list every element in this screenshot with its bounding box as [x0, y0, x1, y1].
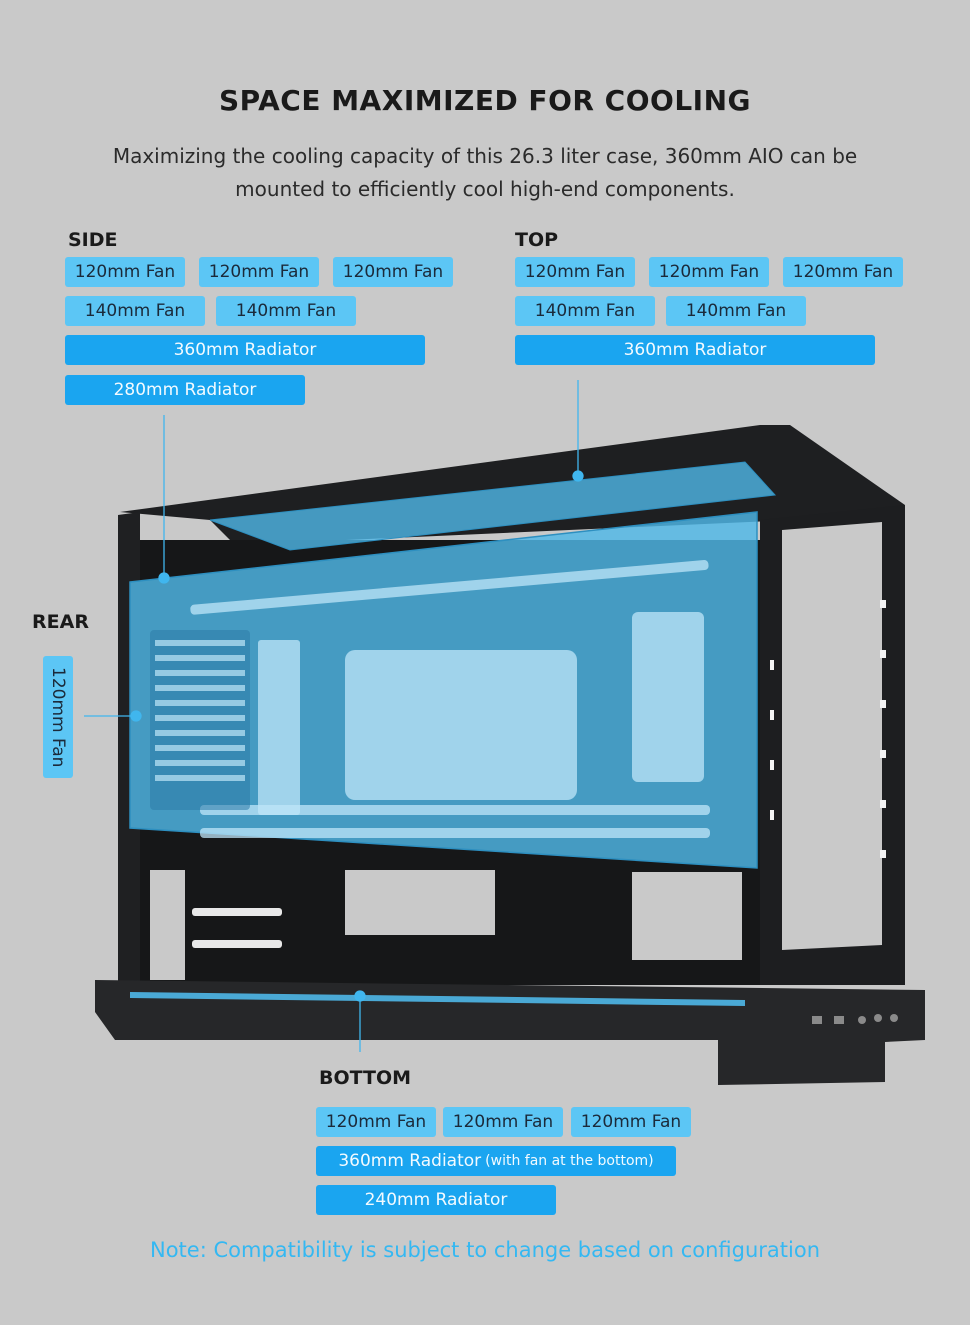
rear-label: REAR — [32, 611, 89, 633]
bottom-240mm-radiator: 240mm Radiator — [316, 1185, 556, 1215]
page-title: SPACE MAXIMIZED FOR COOLING — [218, 84, 752, 117]
case-right-vents — [770, 600, 886, 858]
rear-fan-grille-bars — [155, 640, 245, 781]
side-120mm-fan-3: 120mm Fan — [333, 257, 453, 287]
top-label: TOP — [515, 229, 559, 251]
leader-lines — [84, 380, 584, 1052]
side-120mm-fan-2: 120mm Fan — [199, 257, 319, 287]
case-cutout-1 — [345, 870, 495, 935]
subtitle-line-2: mounted to efficiently cool high-end com… — [235, 177, 735, 201]
top-120mm-fan-1: 120mm Fan — [515, 257, 635, 287]
compatibility-note: Note: Compatibility is subject to change… — [149, 1238, 821, 1262]
side-120mm-fan-1: 120mm Fan — [65, 257, 185, 287]
bottom-360mm-radiator: 360mm Radiator(with fan at the bottom) — [316, 1146, 676, 1176]
top-140mm-fan-1: 140mm Fan — [515, 296, 655, 326]
case-cutout-2 — [632, 872, 742, 960]
top-120mm-fan-3: 120mm Fan — [783, 257, 903, 287]
side-280mm-radiator: 280mm Radiator — [65, 375, 305, 405]
page-subtitle: Maximizing the cooling capacity of this … — [85, 140, 885, 206]
top-120mm-fan-2: 120mm Fan — [649, 257, 769, 287]
bottom-120mm-fan-3: 120mm Fan — [571, 1107, 691, 1137]
front-io-ports — [812, 1014, 898, 1024]
bottom-120mm-fan-2: 120mm Fan — [443, 1107, 563, 1137]
side-140mm-fan-1: 140mm Fan — [65, 296, 205, 326]
top-360mm-radiator: 360mm Radiator — [515, 335, 875, 365]
side-140mm-fan-2: 140mm Fan — [216, 296, 356, 326]
bottom-radiator-highlight — [130, 992, 745, 1006]
bottom-label: BOTTOM — [319, 1067, 412, 1089]
subtitle-line-1: Maximizing the cooling capacity of this … — [112, 144, 858, 168]
bottom-radiator-note: (with fan at the bottom) — [485, 1153, 654, 1169]
rear-120mm-fan: 120mm Fan — [43, 656, 73, 778]
case-base — [95, 980, 925, 1085]
bottom-360mm-radiator-label: 360mm Radiator — [338, 1151, 482, 1171]
side-360mm-radiator: 360mm Radiator — [65, 335, 425, 365]
bottom-120mm-fan-1: 120mm Fan — [316, 1107, 436, 1137]
case-cutout-3 — [150, 870, 185, 980]
side-panel-slots — [190, 560, 710, 838]
top-140mm-fan-2: 140mm Fan — [666, 296, 806, 326]
pcie-slots — [192, 908, 282, 948]
case-right-opening — [782, 522, 882, 950]
top-radiator-highlight — [209, 461, 777, 551]
side-label: SIDE — [68, 229, 118, 251]
